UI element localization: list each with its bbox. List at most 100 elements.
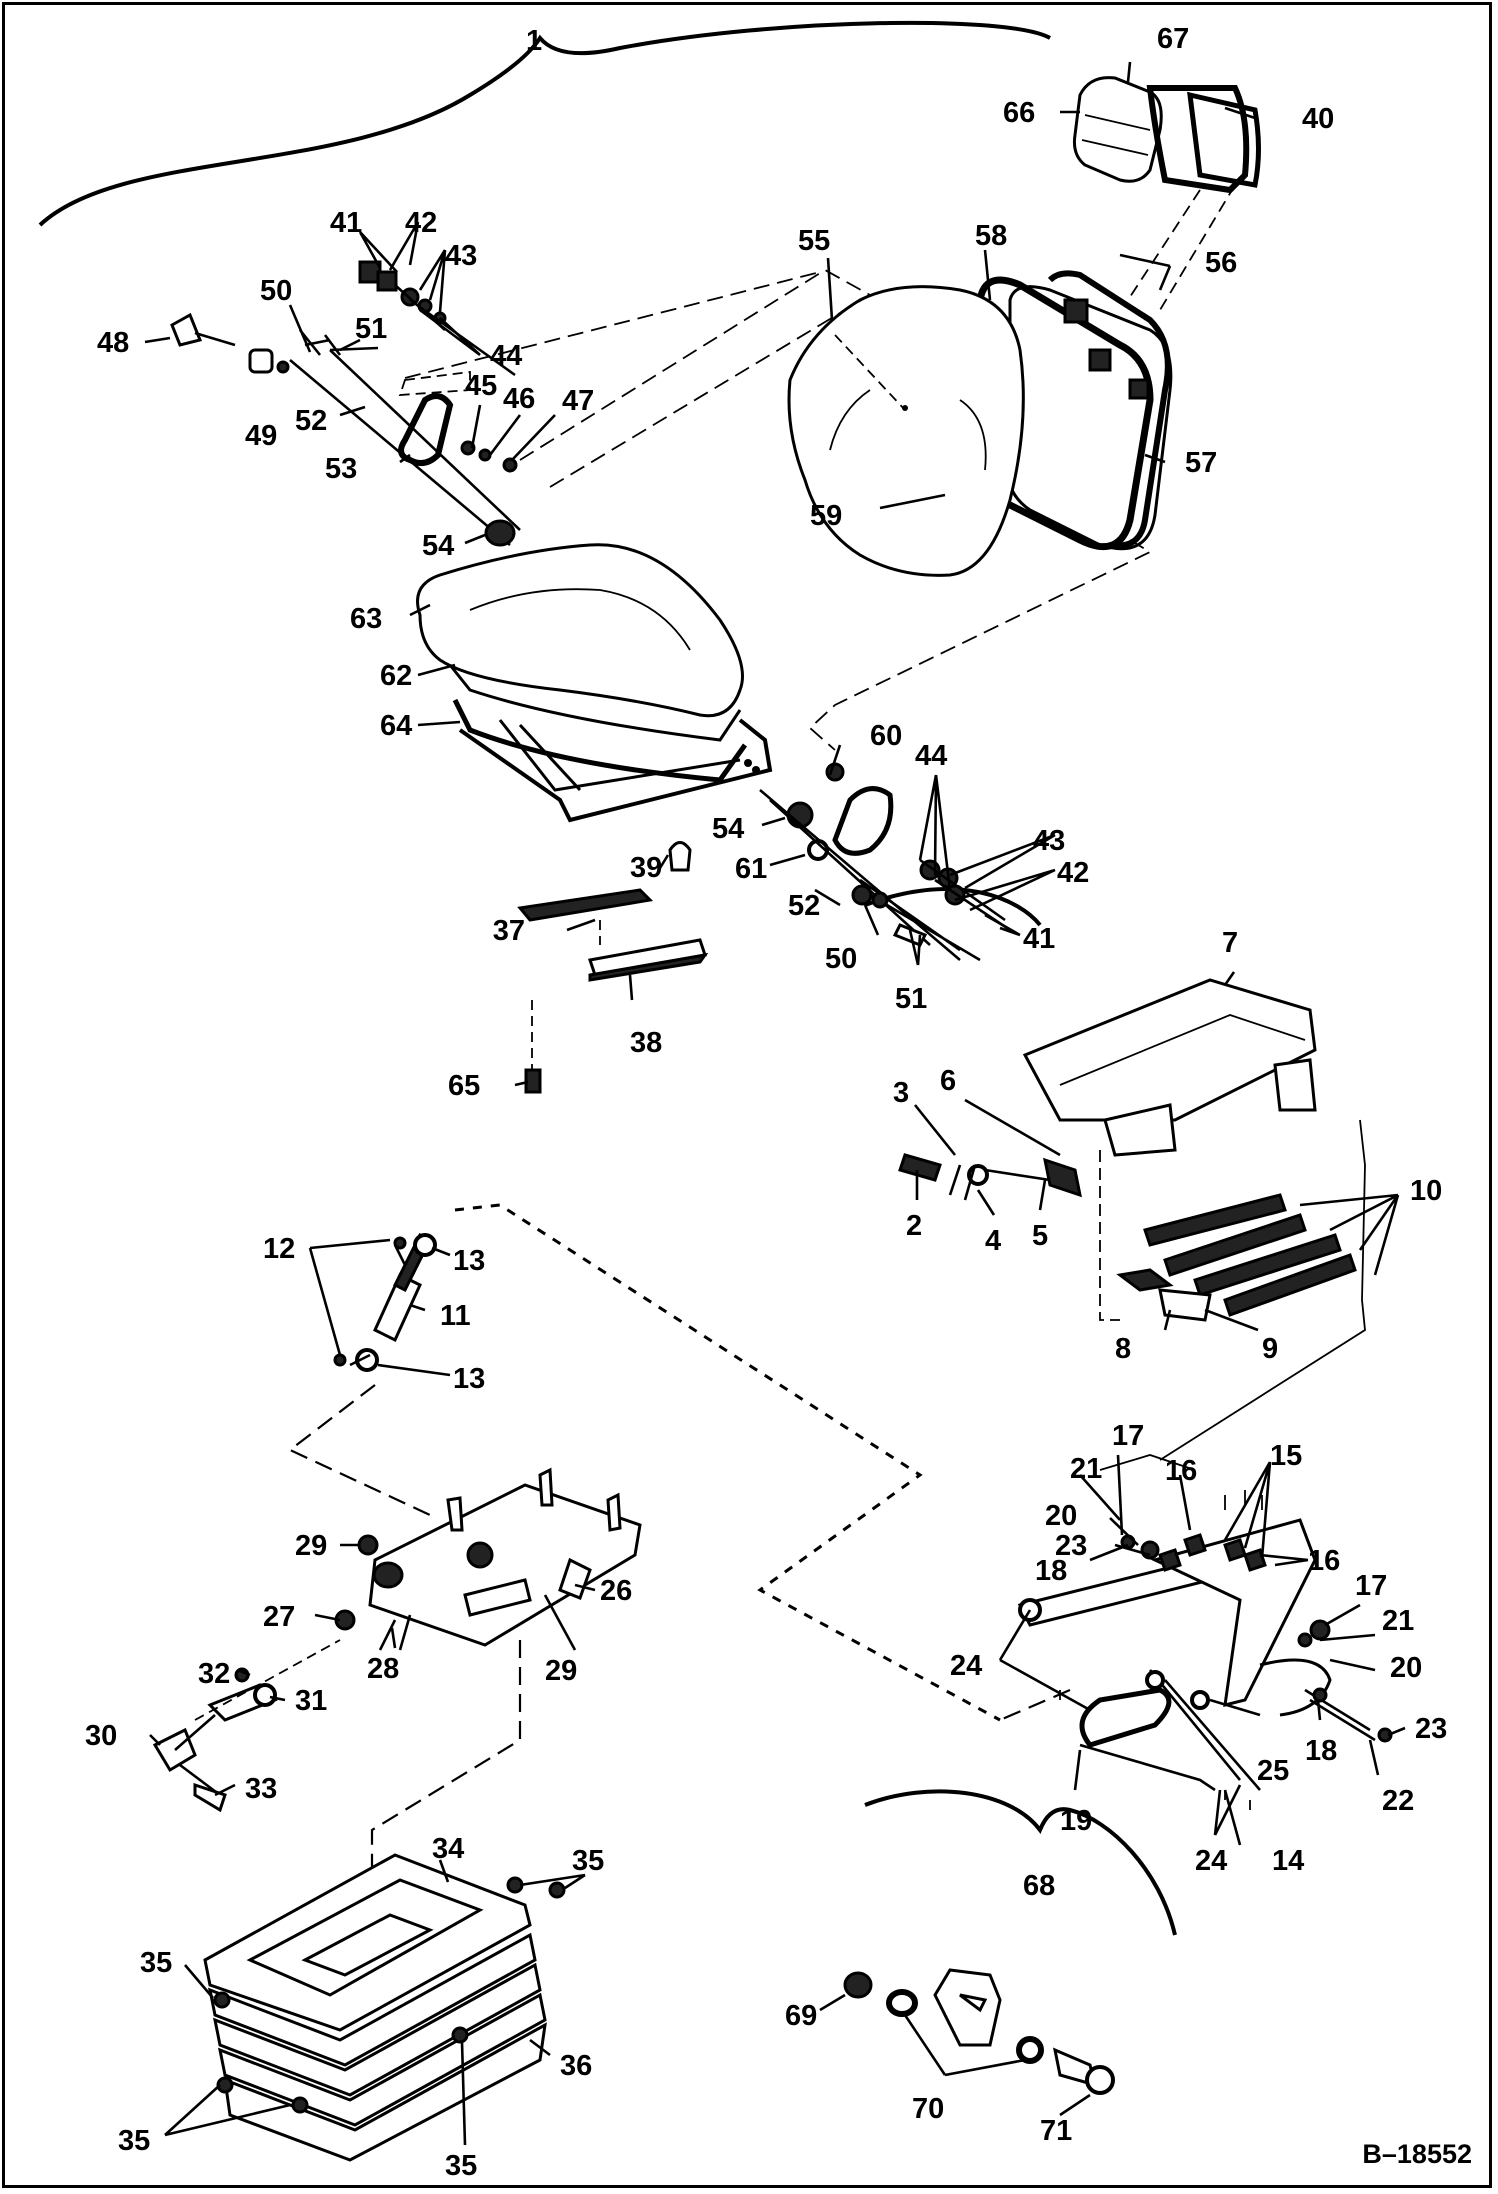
callout-50b: 50 [825, 943, 857, 975]
callout-2: 2 [906, 1210, 922, 1242]
callout-35: 35 [140, 1947, 172, 1979]
callout-17b: 17 [1355, 1570, 1387, 1602]
callout-29b: 29 [545, 1655, 577, 1687]
callout-44b: 44 [915, 740, 947, 772]
callout-69: 69 [785, 2000, 817, 2032]
callout-53: 53 [325, 453, 357, 485]
callout-34: 34 [432, 1833, 464, 1865]
callout-45: 45 [465, 370, 497, 402]
drawing-number: B–18552 [1362, 2139, 1472, 2169]
callout-54b: 54 [712, 813, 744, 845]
callout-35b: 35 [572, 1845, 604, 1877]
callout-33: 33 [245, 1773, 277, 1805]
callout-25: 25 [1257, 1755, 1289, 1787]
callout-41b: 41 [1023, 923, 1055, 955]
callout-37: 37 [493, 915, 525, 947]
right-adjuster [759, 762, 1011, 962]
callout-43: 43 [445, 240, 477, 272]
callout-50: 50 [260, 275, 292, 307]
callout-70: 70 [912, 2093, 944, 2125]
callout-42: 42 [405, 207, 437, 239]
seat-latch [152, 1639, 341, 1813]
leader-lines [144, 61, 1406, 2146]
callout-56: 56 [1205, 247, 1237, 279]
callout-7: 7 [1222, 927, 1238, 959]
seat-slides [517, 841, 709, 1094]
callout-64: 64 [380, 710, 412, 742]
callout-30: 30 [85, 1720, 117, 1752]
callout-46: 46 [503, 383, 535, 415]
backrest [787, 270, 1173, 577]
shock-absorber [333, 1232, 437, 1372]
base-plate [334, 1467, 642, 1651]
callout-36: 36 [560, 2050, 592, 2082]
callout-16b: 16 [1308, 1545, 1340, 1577]
callout-15: 15 [1270, 1440, 1302, 1472]
callout-10: 10 [1410, 1175, 1442, 1207]
callout-26: 26 [600, 1575, 632, 1607]
callout-47: 47 [562, 385, 594, 417]
callout-39: 39 [630, 852, 662, 884]
callout-5: 5 [1032, 1220, 1048, 1252]
callout-63: 63 [350, 603, 382, 635]
callout-41: 41 [330, 207, 362, 239]
callout-23b: 23 [1415, 1713, 1447, 1745]
callout-57: 57 [1185, 447, 1217, 479]
suspension-housing [898, 978, 1366, 1461]
callout-22: 22 [1382, 1785, 1414, 1817]
callout-12: 12 [263, 1233, 295, 1265]
callout-23: 23 [1055, 1530, 1087, 1562]
callout-35c: 35 [118, 2125, 150, 2157]
callout-60: 60 [870, 720, 902, 752]
callout-21: 21 [1070, 1453, 1102, 1485]
callout-32: 32 [198, 1658, 230, 1690]
callout-20: 20 [1045, 1500, 1077, 1532]
callout-51b: 51 [895, 983, 927, 1015]
callout-42b: 42 [1057, 857, 1089, 889]
callout-52: 52 [295, 405, 327, 437]
callout-61: 61 [735, 853, 767, 885]
callout-35d: 35 [445, 2150, 477, 2182]
left-adjuster [170, 260, 521, 547]
callout-65: 65 [448, 1070, 480, 1102]
callout-1: 1 [526, 25, 542, 57]
callout-18: 18 [1035, 1555, 1067, 1587]
callout-13b: 13 [453, 1363, 485, 1395]
headrest [1073, 76, 1261, 194]
callout-labels: 1 2 3 4 5 6 7 8 9 10 11 12 13 13 14 15 1… [85, 23, 1472, 2182]
callout-4: 4 [985, 1225, 1001, 1257]
callout-68: 68 [1023, 1870, 1055, 1902]
callout-52b: 52 [788, 890, 820, 922]
callout-20b: 20 [1390, 1652, 1422, 1684]
callout-38: 38 [630, 1027, 662, 1059]
callout-44: 44 [490, 340, 522, 372]
callout-9: 9 [1262, 1333, 1278, 1365]
callout-40: 40 [1302, 103, 1334, 135]
callout-8: 8 [1115, 1333, 1131, 1365]
callout-14: 14 [1272, 1845, 1304, 1877]
callout-11: 11 [440, 1300, 471, 1332]
callout-13: 13 [453, 1245, 485, 1277]
callout-16: 16 [1165, 1455, 1197, 1487]
callout-27: 27 [263, 1601, 295, 1633]
seat-cushion [416, 543, 773, 823]
callout-19: 19 [1060, 1805, 1092, 1837]
callout-51: 51 [355, 313, 387, 345]
callout-55: 55 [798, 225, 830, 257]
callout-43b: 43 [1033, 825, 1065, 857]
callout-67: 67 [1157, 23, 1189, 55]
callout-28: 28 [367, 1653, 399, 1685]
callout-66: 66 [1003, 97, 1035, 129]
callout-49: 49 [245, 420, 277, 452]
callout-21b: 21 [1382, 1605, 1414, 1637]
callout-29: 29 [295, 1530, 327, 1562]
callout-6: 6 [940, 1065, 956, 1097]
callout-3: 3 [893, 1077, 909, 1109]
callout-58: 58 [975, 220, 1007, 252]
bellows-base [203, 1853, 566, 2162]
callout-62: 62 [380, 660, 412, 692]
callout-18b: 18 [1305, 1735, 1337, 1767]
bracket-kit [843, 1968, 1115, 2095]
